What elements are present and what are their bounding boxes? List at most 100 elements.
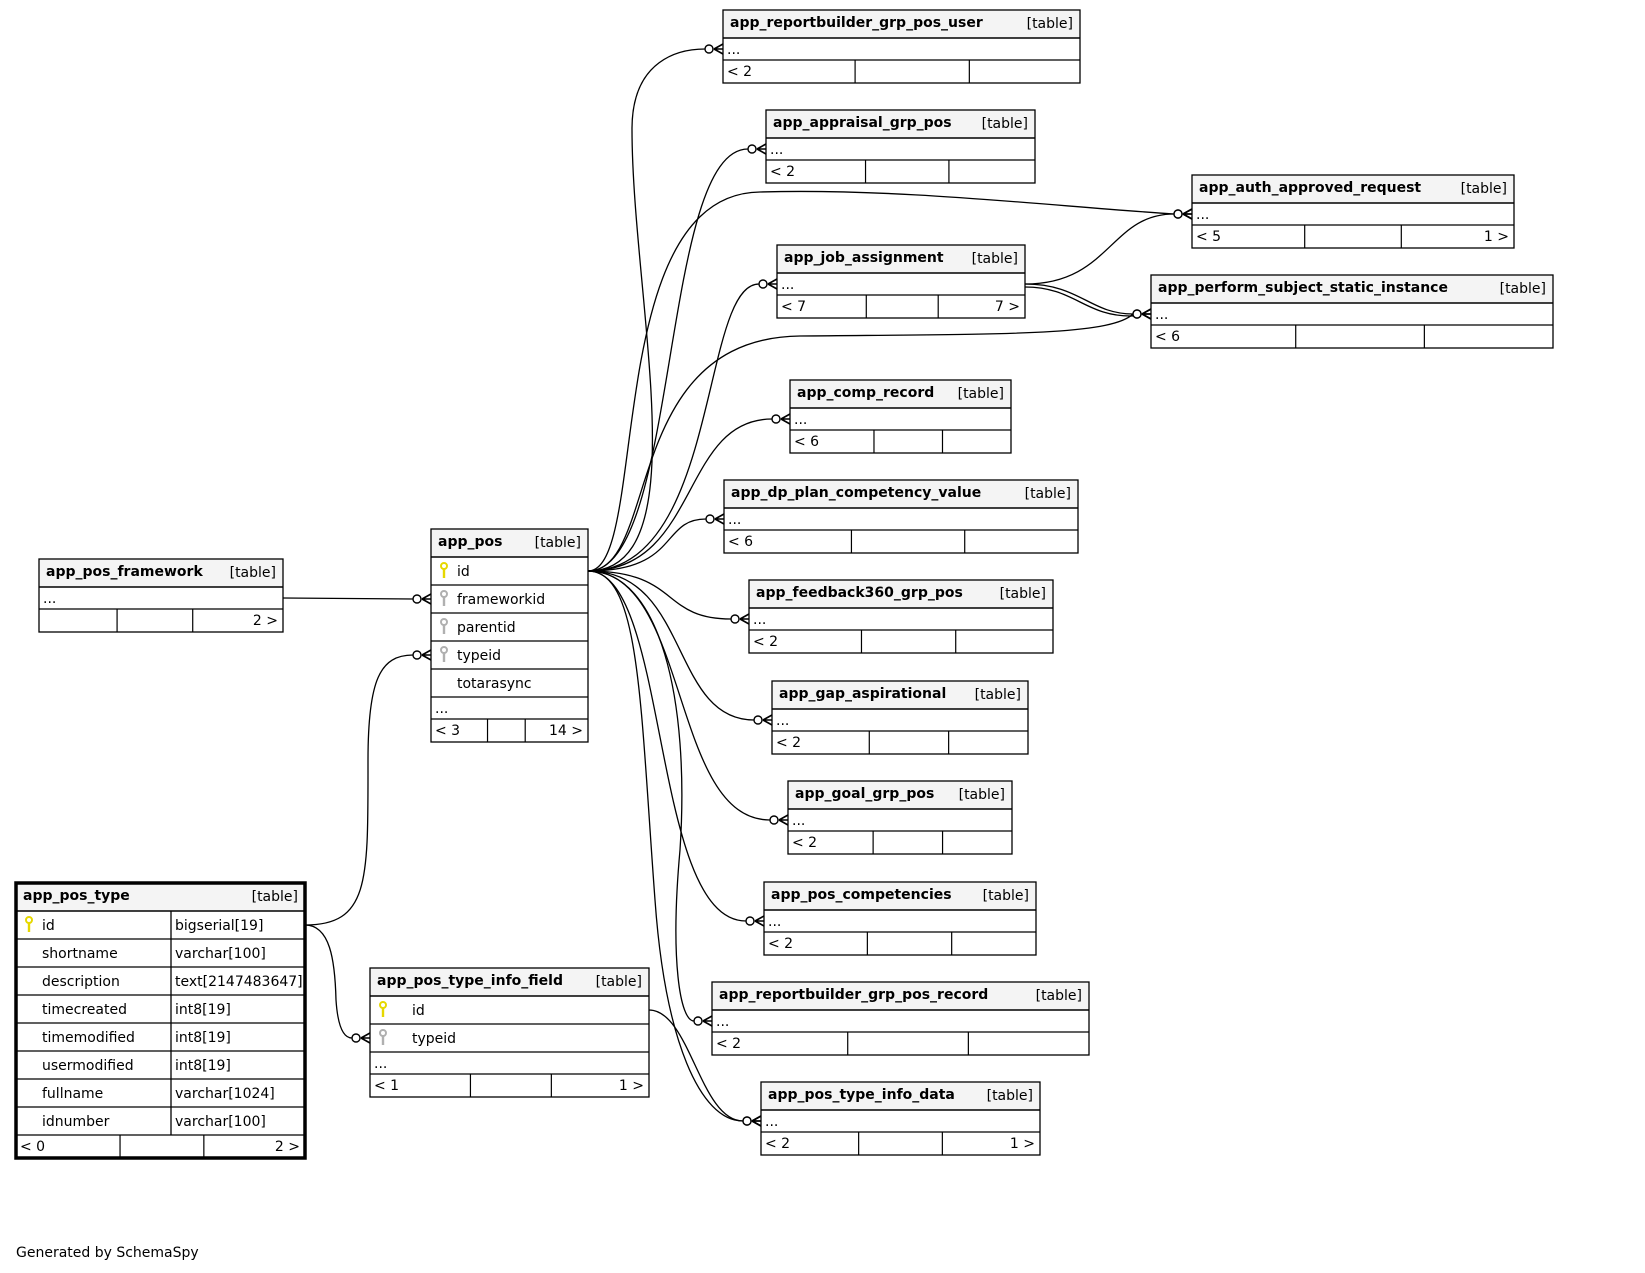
relationship-job-assignment-to-auth-approved-request [1024,208,1193,285]
child-count: 14 > [549,723,583,739]
relationship-count-footer: 2 > [116,609,278,632]
table-name: app_reportbuilder_grp_pos_user [730,15,983,31]
table-type-tag: [table] [1036,988,1082,1004]
table-type-tag: [table] [535,535,581,551]
table-app-comp-record[interactable]: app_comp_record[table]...< 6 [789,379,1012,454]
more-columns-row[interactable]: ... [753,612,766,628]
column-name: ... [728,512,741,528]
parent-count: < 2 [727,64,752,80]
more-columns-row[interactable]: ... [770,142,783,158]
column-type: int8[19] [175,1002,231,1018]
table-name: app_goal_grp_pos [795,786,934,802]
more-columns-row[interactable]: ... [768,914,781,930]
table-type-tag: [table] [230,565,276,581]
more-columns-row[interactable]: ... [776,713,789,729]
parent-count: < 2 [753,634,778,650]
more-columns-row[interactable]: ... [1155,307,1168,323]
table-name: app_pos_type [23,888,130,904]
relationship-pos-type-to-app-pos [304,649,432,926]
relationship-count-footer: < 2 [792,831,944,854]
relationship-framework-to-app-pos [282,593,432,605]
table-app-pos-competencies[interactable]: app_pos_competencies[table]...< 2 [763,881,1037,956]
relationship-count-footer: < 2 [770,160,950,183]
column-name: id [42,918,55,934]
relationship-info-field-to-info-data [648,1009,762,1127]
more-columns-row[interactable]: ... [374,1056,387,1072]
column-type: varchar[100] [175,1114,266,1130]
table-app-reportbuilder-grp-pos-user[interactable]: app_reportbuilder_grp_pos_user [table]...… [722,9,1081,84]
table-type-tag: [table] [1461,181,1507,197]
column-row[interactable]: id [379,1001,425,1019]
table-name: app_dp_plan_competency_value [731,485,981,501]
table-app-gap-aspirational[interactable]: app_gap_aspirational[table]...< 2 [771,680,1029,755]
column-row[interactable]: typeid [440,646,501,664]
table-app-dp-plan-competency-value[interactable]: app_dp_plan_competency_value[table]...< … [723,479,1079,554]
table-app-pos-framework[interactable]: app_pos_framework[table]...2 > [38,558,284,633]
column-name: ... [765,1114,778,1130]
table-name: app_pos [438,534,502,550]
parent-count: < 7 [781,299,806,315]
parent-count: < 2 [765,1136,790,1152]
more-columns-row[interactable]: ... [781,277,794,293]
table-type-tag: [table] [958,386,1004,402]
more-columns-row[interactable]: ... [728,512,741,528]
table-app-pos-type[interactable]: app_pos_type [table] id bigserial[19] shortn… [14,881,307,1160]
column-name: ... [716,1014,729,1030]
relationship-app-pos-to-app-perform-subject-static-instance [587,308,1152,572]
more-columns-row[interactable]: ... [435,701,448,717]
relationship-job-assignment-to-perform-subject-a [1024,283,1152,320]
table-app-appraisal-grp-pos[interactable]: app_appraisal_grp_pos[table]...< 2 [765,109,1036,184]
column-type: bigserial[19] [175,918,263,934]
table-name: app_reportbuilder_grp_pos_record [719,987,988,1003]
relationship-count-footer: < 6 [728,530,966,553]
parent-count: < 2 [792,835,817,851]
table-type-tag: [table] [252,889,298,905]
table-type-tag: [table] [1027,16,1073,32]
more-columns-row[interactable]: ... [43,591,56,607]
parent-count: < 6 [728,534,753,550]
relationship-count-footer: < 2 [727,60,970,83]
more-columns-row[interactable]: ... [1196,207,1209,223]
more-columns-row[interactable]: ... [727,42,740,58]
more-columns-row[interactable]: ... [792,813,805,829]
table-app-feedback360-grp-pos[interactable]: app_feedback360_grp_pos[table]...< 2 [748,579,1054,654]
column-row[interactable]: totarasync [457,676,532,692]
column-row[interactable]: id bigserial[19] [25,911,263,939]
primary-key-icon [25,916,33,932]
generated-by-footer: Generated by SchemaSpy [16,1245,199,1261]
more-columns-row[interactable]: ... [794,412,807,428]
table-app-perform-subject-static-instance[interactable]: app_perform_subject_static_instance[tabl… [1150,274,1554,349]
table-app-pos-type-info-field[interactable]: app_pos_type_info_field[table]idtypeid..… [369,967,650,1098]
more-columns-row[interactable]: ... [716,1014,729,1030]
foreign-key-icon [440,590,448,606]
column-row[interactable]: id [440,562,470,580]
relationship-pos-type-to-info-field [304,924,371,1044]
column-type: int8[19] [175,1058,231,1074]
column-row[interactable]: parentid [440,618,516,636]
table-app-reportbuilder-grp-pos-record[interactable]: app_reportbuilder_grp_pos_record [table].… [711,981,1090,1056]
parent-count: < 1 [374,1078,399,1094]
relationship-app-pos-to-app-pos-competencies [587,570,765,927]
table-app-goal-grp-pos[interactable]: app_goal_grp_pos [table]... < 2 [787,780,1013,855]
column-name: ... [43,591,56,607]
table-app-pos[interactable]: app_pos [table] id frameworkid parentid typei… [430,528,589,743]
column-type: text[2147483647] [175,974,303,990]
table-name: app_auth_approved_request [1199,180,1421,196]
table-type-tag: [table] [959,787,1005,803]
foreign-key-icon [440,646,448,662]
more-columns-row[interactable]: ... [765,1114,778,1130]
column-row[interactable]: typeid [379,1029,456,1047]
column-row[interactable]: frameworkid [440,590,545,608]
